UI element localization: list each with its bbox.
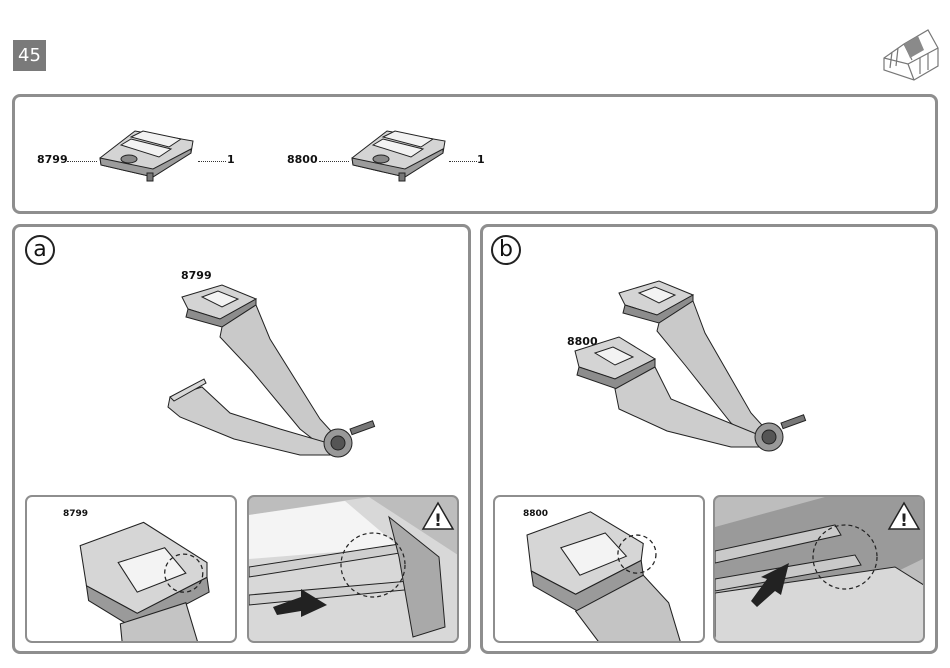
greenhouse-icon [878,22,940,82]
step-b-panel: b 8800 8800 [480,224,938,654]
detail-view-left: 8799 [25,495,237,643]
bracket-closeup-image [495,497,705,643]
step-a-panel: a 8799 8799 [12,224,471,654]
warning-icon: ! [421,501,455,531]
arm-assembly-image [160,279,400,489]
leader-line [67,161,97,162]
detail-view-left: 8800 [493,495,705,643]
detail-view-right-warning: ! [247,495,459,643]
step-letter-a: a [25,235,55,265]
leader-line [449,161,477,162]
bracket-closeup-image [27,497,237,643]
svg-text:!: ! [434,511,442,531]
warning-icon: ! [887,501,921,531]
svg-text:!: ! [900,511,908,531]
arm-assembly-image [575,267,815,487]
bracket-8800-image [347,125,457,185]
step-letter-b: b [491,235,521,265]
page-number: 45 [13,40,46,71]
part-qty-8800: 1 [477,153,485,166]
parts-list-panel: 8799 1 8800 1 [12,94,938,214]
part-code-8799: 8799 [37,153,68,166]
leader-line [198,161,226,162]
leader-line [319,161,349,162]
part-code-8800: 8800 [287,153,318,166]
part-qty-8799: 1 [227,153,235,166]
bracket-8799-image [95,125,205,185]
detail-view-right-warning: ! [713,495,925,643]
